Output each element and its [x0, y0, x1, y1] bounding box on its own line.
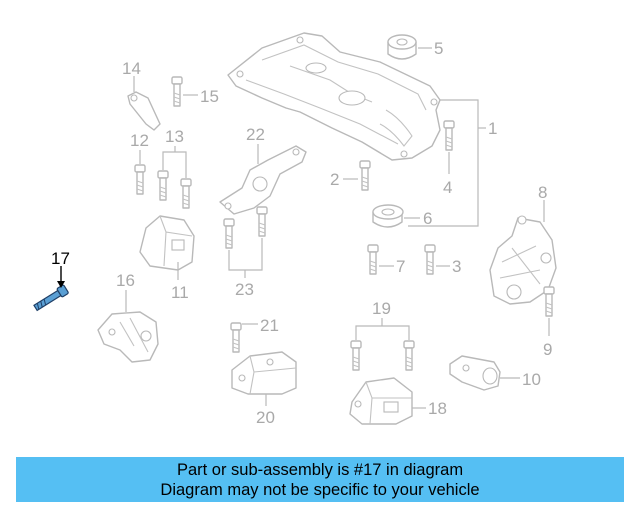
parts-diagram: 1 5 6 4 2 7 3 8 9 [33, 32, 557, 427]
callout-17-arrow [57, 281, 65, 288]
mount-part-11 [139, 215, 195, 271]
callout-19: 19 [372, 299, 391, 318]
mount-part-10 [449, 355, 501, 391]
bolt-part-23a [223, 218, 235, 249]
callout-10: 10 [522, 370, 541, 389]
callout-21: 21 [260, 316, 279, 335]
bolt-part-19a [350, 340, 362, 371]
bushing-part-5 [387, 34, 417, 60]
bracket-part-14 [127, 91, 161, 131]
bolt-part-4 [443, 120, 455, 151]
banner-line-1: Part or sub-assembly is #17 in diagram [176, 460, 464, 479]
banner-line-2: Diagram may not be specific to your vehi… [160, 480, 480, 499]
callout-4: 4 [443, 178, 452, 197]
callout-15: 15 [200, 87, 219, 106]
callout-6: 6 [423, 209, 432, 228]
callout-5: 5 [434, 39, 443, 58]
callout-18: 18 [428, 399, 447, 418]
bolt-part-12 [134, 164, 146, 195]
bolt-part-3 [424, 244, 436, 275]
bolt-part-13b [180, 178, 192, 209]
callout-17[interactable]: 17 [51, 249, 70, 268]
bracket-part-8 [489, 215, 557, 305]
bracket-part-16 [97, 311, 159, 363]
bushing-part-6 [372, 204, 404, 228]
callout-3: 3 [452, 257, 461, 276]
callout-11: 11 [171, 283, 189, 302]
mount-part-18 [349, 377, 413, 425]
bolt-part-15 [171, 76, 183, 107]
bolt-part-21 [230, 322, 242, 353]
bolt-part-19b [403, 340, 415, 371]
bolt-part-23b [256, 206, 268, 237]
bracket-part-22 [219, 145, 307, 215]
callout-16: 16 [116, 271, 135, 290]
callout-22: 22 [246, 125, 265, 144]
callout-13: 13 [165, 127, 184, 146]
bolt-part-17-highlighted[interactable] [33, 284, 69, 313]
callout-12: 12 [130, 131, 149, 150]
callout-7: 7 [396, 257, 405, 276]
callout-1: 1 [488, 119, 497, 138]
bolt-part-7 [367, 244, 379, 275]
callout-23: 23 [235, 280, 254, 299]
bolt-part-2 [359, 160, 371, 191]
callout-8: 8 [538, 183, 547, 202]
bolt-part-13a [157, 170, 169, 201]
callout-14: 14 [122, 59, 141, 78]
subframe-part-1 [227, 32, 441, 161]
info-banner: Part or sub-assembly is #17 in diagram D… [16, 457, 624, 502]
bolt-part-9 [543, 286, 555, 317]
callout-2: 2 [330, 170, 339, 189]
mount-part-20 [231, 351, 297, 395]
callout-9: 9 [543, 340, 552, 359]
callout-20: 20 [256, 408, 275, 427]
